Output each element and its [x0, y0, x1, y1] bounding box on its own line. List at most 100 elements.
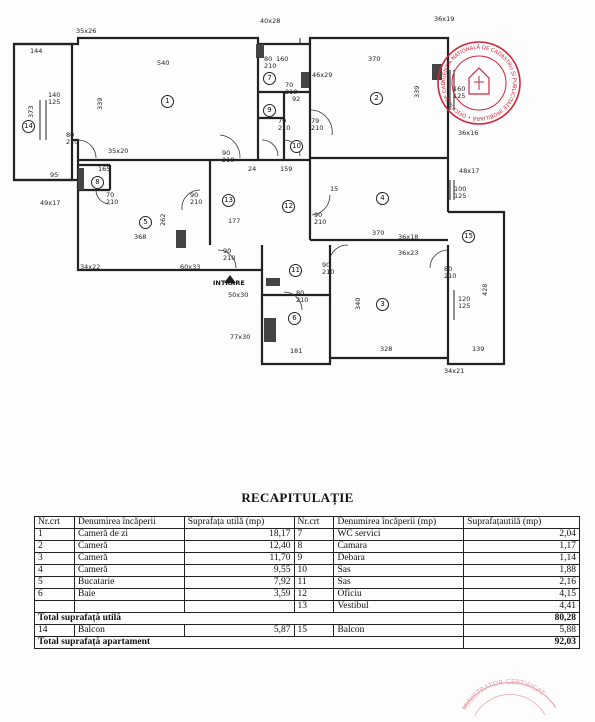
total-util-label: Total suprafață utilă	[33, 612, 465, 625]
cell: 7,92	[183, 576, 295, 589]
dimension-label: 160 125	[453, 85, 466, 100]
dimension-label: 370	[368, 55, 381, 63]
cell: Cameră	[73, 564, 185, 577]
room-number: 3	[376, 298, 389, 311]
cell: WC servici	[333, 528, 465, 541]
dimension-label: 140 125	[48, 91, 61, 106]
dimension-label: 428	[481, 283, 489, 296]
dimension-label: 100 125	[454, 185, 467, 200]
table-row: 2 Cameră 12,40 8 Camara 1,17	[34, 540, 580, 553]
col-header: Suprafața utilă (mp)	[183, 516, 295, 529]
table-row: 13 Vestibul 4,41	[34, 600, 580, 613]
dimension-label: 80 210	[444, 265, 457, 280]
dimension-label: 92	[292, 95, 301, 103]
total-apartment-value: 92,03	[463, 636, 580, 649]
dimension-label: 262	[159, 213, 167, 226]
cell: Bucatarie	[73, 576, 185, 589]
room-number: 12	[282, 200, 295, 213]
cell: 12,40	[183, 540, 295, 553]
dimension-label: 328	[380, 345, 393, 353]
total-util-row: Total suprafață utilă 80,28	[33, 612, 580, 625]
room-number: 8	[91, 176, 104, 189]
dimension-label: 373	[27, 105, 35, 118]
cell: 3,59	[183, 588, 295, 601]
dimension-label: 139	[472, 345, 485, 353]
room-number: 6	[288, 312, 301, 325]
total-apartment-label: Total suprafață apartament	[33, 636, 465, 649]
col-header: Denumirea încăperii	[73, 516, 185, 529]
cell: Balcon	[333, 624, 465, 637]
cell: 1,88	[463, 564, 580, 577]
col-header: Nr.crt	[34, 516, 75, 529]
dimension-label: 90 210	[314, 211, 327, 226]
cell: Cameră	[73, 540, 185, 553]
dimension-label: 80 210	[66, 131, 79, 146]
cell: Sas	[333, 564, 465, 577]
dimension-label: 339	[413, 85, 421, 98]
room-number: 2	[370, 92, 383, 105]
room-number: 15	[462, 230, 475, 243]
dimension-label: 60x33	[180, 263, 201, 271]
cell: 13	[293, 600, 335, 613]
dimension-label: 80 210	[296, 289, 309, 304]
room-number: 7	[263, 72, 276, 85]
cell: 5,88	[463, 624, 580, 637]
dimension-label: 144	[30, 47, 43, 55]
col-header: Suprafațautilă (mp)	[463, 516, 580, 529]
dimension-label: 46x29	[312, 71, 333, 79]
dimension-label: 340	[354, 297, 362, 310]
dimension-label: 36x16	[458, 129, 479, 137]
table-row: 6 Baie 3,59 12 Oficiu 4,15	[34, 588, 580, 601]
dimension-label: 34x22	[80, 263, 101, 271]
dimension-label: 40x28	[260, 17, 281, 25]
svg-text:ADMINISTRATOR CERTIFICAT: ADMINISTRATOR CERTIFICAT	[456, 678, 547, 721]
administrator-stamp: ADMINISTRATOR CERTIFICAT	[456, 678, 563, 722]
entrance-arrow-icon	[224, 275, 236, 283]
cell: 4,15	[463, 588, 580, 601]
cell: 9,55	[183, 564, 295, 577]
dimension-label: 35x26	[76, 27, 97, 35]
dimension-label: 70 210	[285, 81, 298, 96]
cell	[73, 600, 185, 613]
entrance-label: INTRARE	[213, 279, 245, 287]
cell: Balcon	[73, 624, 185, 637]
floor-plan: 1 2 3 4 5 6 7 8 9 10 11 12 13 14 15 INTR…	[12, 16, 506, 375]
dimension-label: 90 210	[223, 247, 236, 262]
room-number: 5	[139, 216, 152, 229]
table-row: 5 Bucatarie 7,92 11 Sas 2,16	[34, 576, 580, 589]
dimension-label: 90 210	[322, 261, 335, 276]
cell: 4	[34, 564, 75, 577]
cell: 10	[293, 564, 335, 577]
cell: 1	[34, 528, 75, 541]
cell: Sas	[333, 576, 465, 589]
dimension-label: 36x18	[398, 233, 419, 241]
balcony-row: 14 Balcon 5,87 15 Balcon 5,88	[34, 624, 580, 637]
total-apartment-row: Total suprafață apartament 92,03	[33, 636, 580, 649]
cell: 8	[293, 540, 335, 553]
room-number: 9	[263, 104, 276, 117]
room-number: 11	[289, 264, 302, 277]
room-number: 4	[376, 192, 389, 205]
room-number: 10	[290, 140, 303, 153]
dimension-label: 540	[157, 59, 170, 67]
cell: 4,41	[463, 600, 580, 613]
dimension-label: 49x17	[40, 199, 61, 207]
dimension-label: 90 210	[190, 191, 203, 206]
dimension-label: 79 210	[311, 117, 324, 132]
col-header: Denumirea încăperii (mp)	[333, 516, 465, 529]
room-number: 13	[222, 194, 235, 207]
dimension-label: 15	[330, 185, 339, 193]
cell: 9	[293, 552, 335, 565]
cell: 2,04	[463, 528, 580, 541]
floor-plan-drawing	[12, 36, 506, 366]
cell: 3	[34, 552, 75, 565]
cell: 14	[34, 624, 75, 637]
table-header-row: Nr.crt Denumirea încăperii Suprafața uti…	[34, 516, 580, 529]
cell: 15	[293, 624, 335, 637]
table-row: 4 Cameră 9,55 10 Sas 1,88	[34, 564, 580, 577]
dimension-label: 165	[98, 165, 111, 173]
dimension-label: 35x20	[108, 147, 129, 155]
cell: Debara	[333, 552, 465, 565]
cell	[34, 600, 75, 613]
dimension-label: 177	[228, 217, 241, 225]
